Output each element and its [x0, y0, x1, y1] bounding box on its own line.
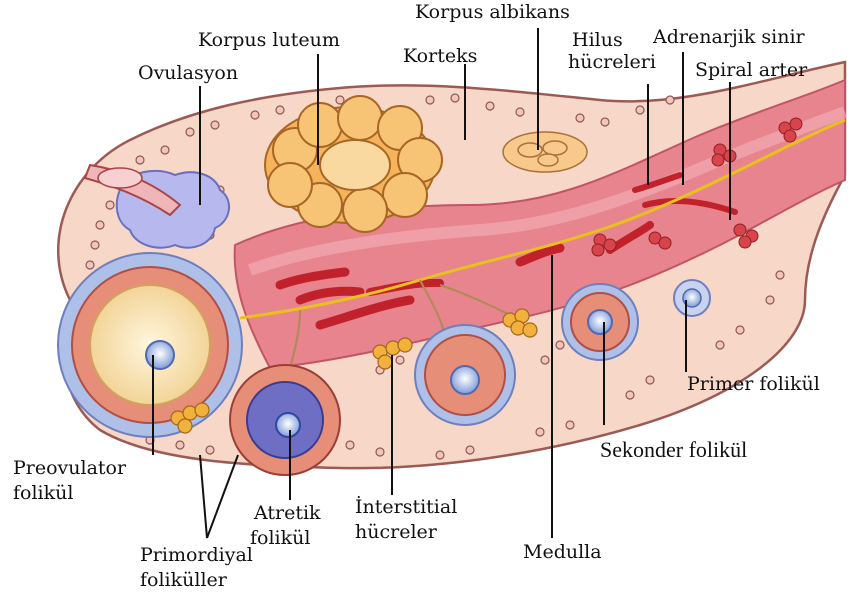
- label-primordiyal-line1: Primordiyal: [140, 545, 253, 565]
- label-primordiyal-line2: foliküller: [140, 570, 227, 590]
- atretic-follicle: [230, 365, 340, 475]
- label-korpus-albikans: Korpus albikans: [415, 2, 570, 22]
- label-adrenarjik-sinir: Adrenarjik sinir: [653, 27, 805, 47]
- label-medulla: Medulla: [523, 542, 602, 562]
- label-atretik-line2: folikül: [250, 528, 310, 548]
- label-preovulator-line1: Preovulator: [13, 458, 126, 478]
- label-sekonder-folikul: Sekonder folikül: [600, 440, 747, 460]
- secondary-follicle-center: [415, 325, 515, 425]
- primary-follicle: [674, 280, 710, 316]
- label-atretik-line1: Atretik: [254, 503, 321, 523]
- label-hilus-line1: Hilus: [572, 30, 623, 50]
- label-interstitial-line1: İnterstitial: [355, 497, 457, 517]
- label-ovulasyon: Ovulasyon: [138, 63, 238, 83]
- label-spiral-arter: Spiral arter: [695, 60, 807, 80]
- secondary-follicle-right: [562, 284, 638, 360]
- corpus-albicans: [503, 132, 587, 172]
- preovulatory-follicle: [58, 253, 242, 437]
- label-primer-folikul: Primer folikül: [687, 374, 820, 394]
- label-korteks: Korteks: [403, 46, 477, 66]
- label-korpus-luteum: Korpus luteum: [198, 30, 340, 50]
- label-interstitial-line2: hücreler: [355, 522, 437, 542]
- label-preovulator-line2: folikül: [13, 483, 73, 503]
- label-hilus-line2: hücreleri: [568, 52, 656, 72]
